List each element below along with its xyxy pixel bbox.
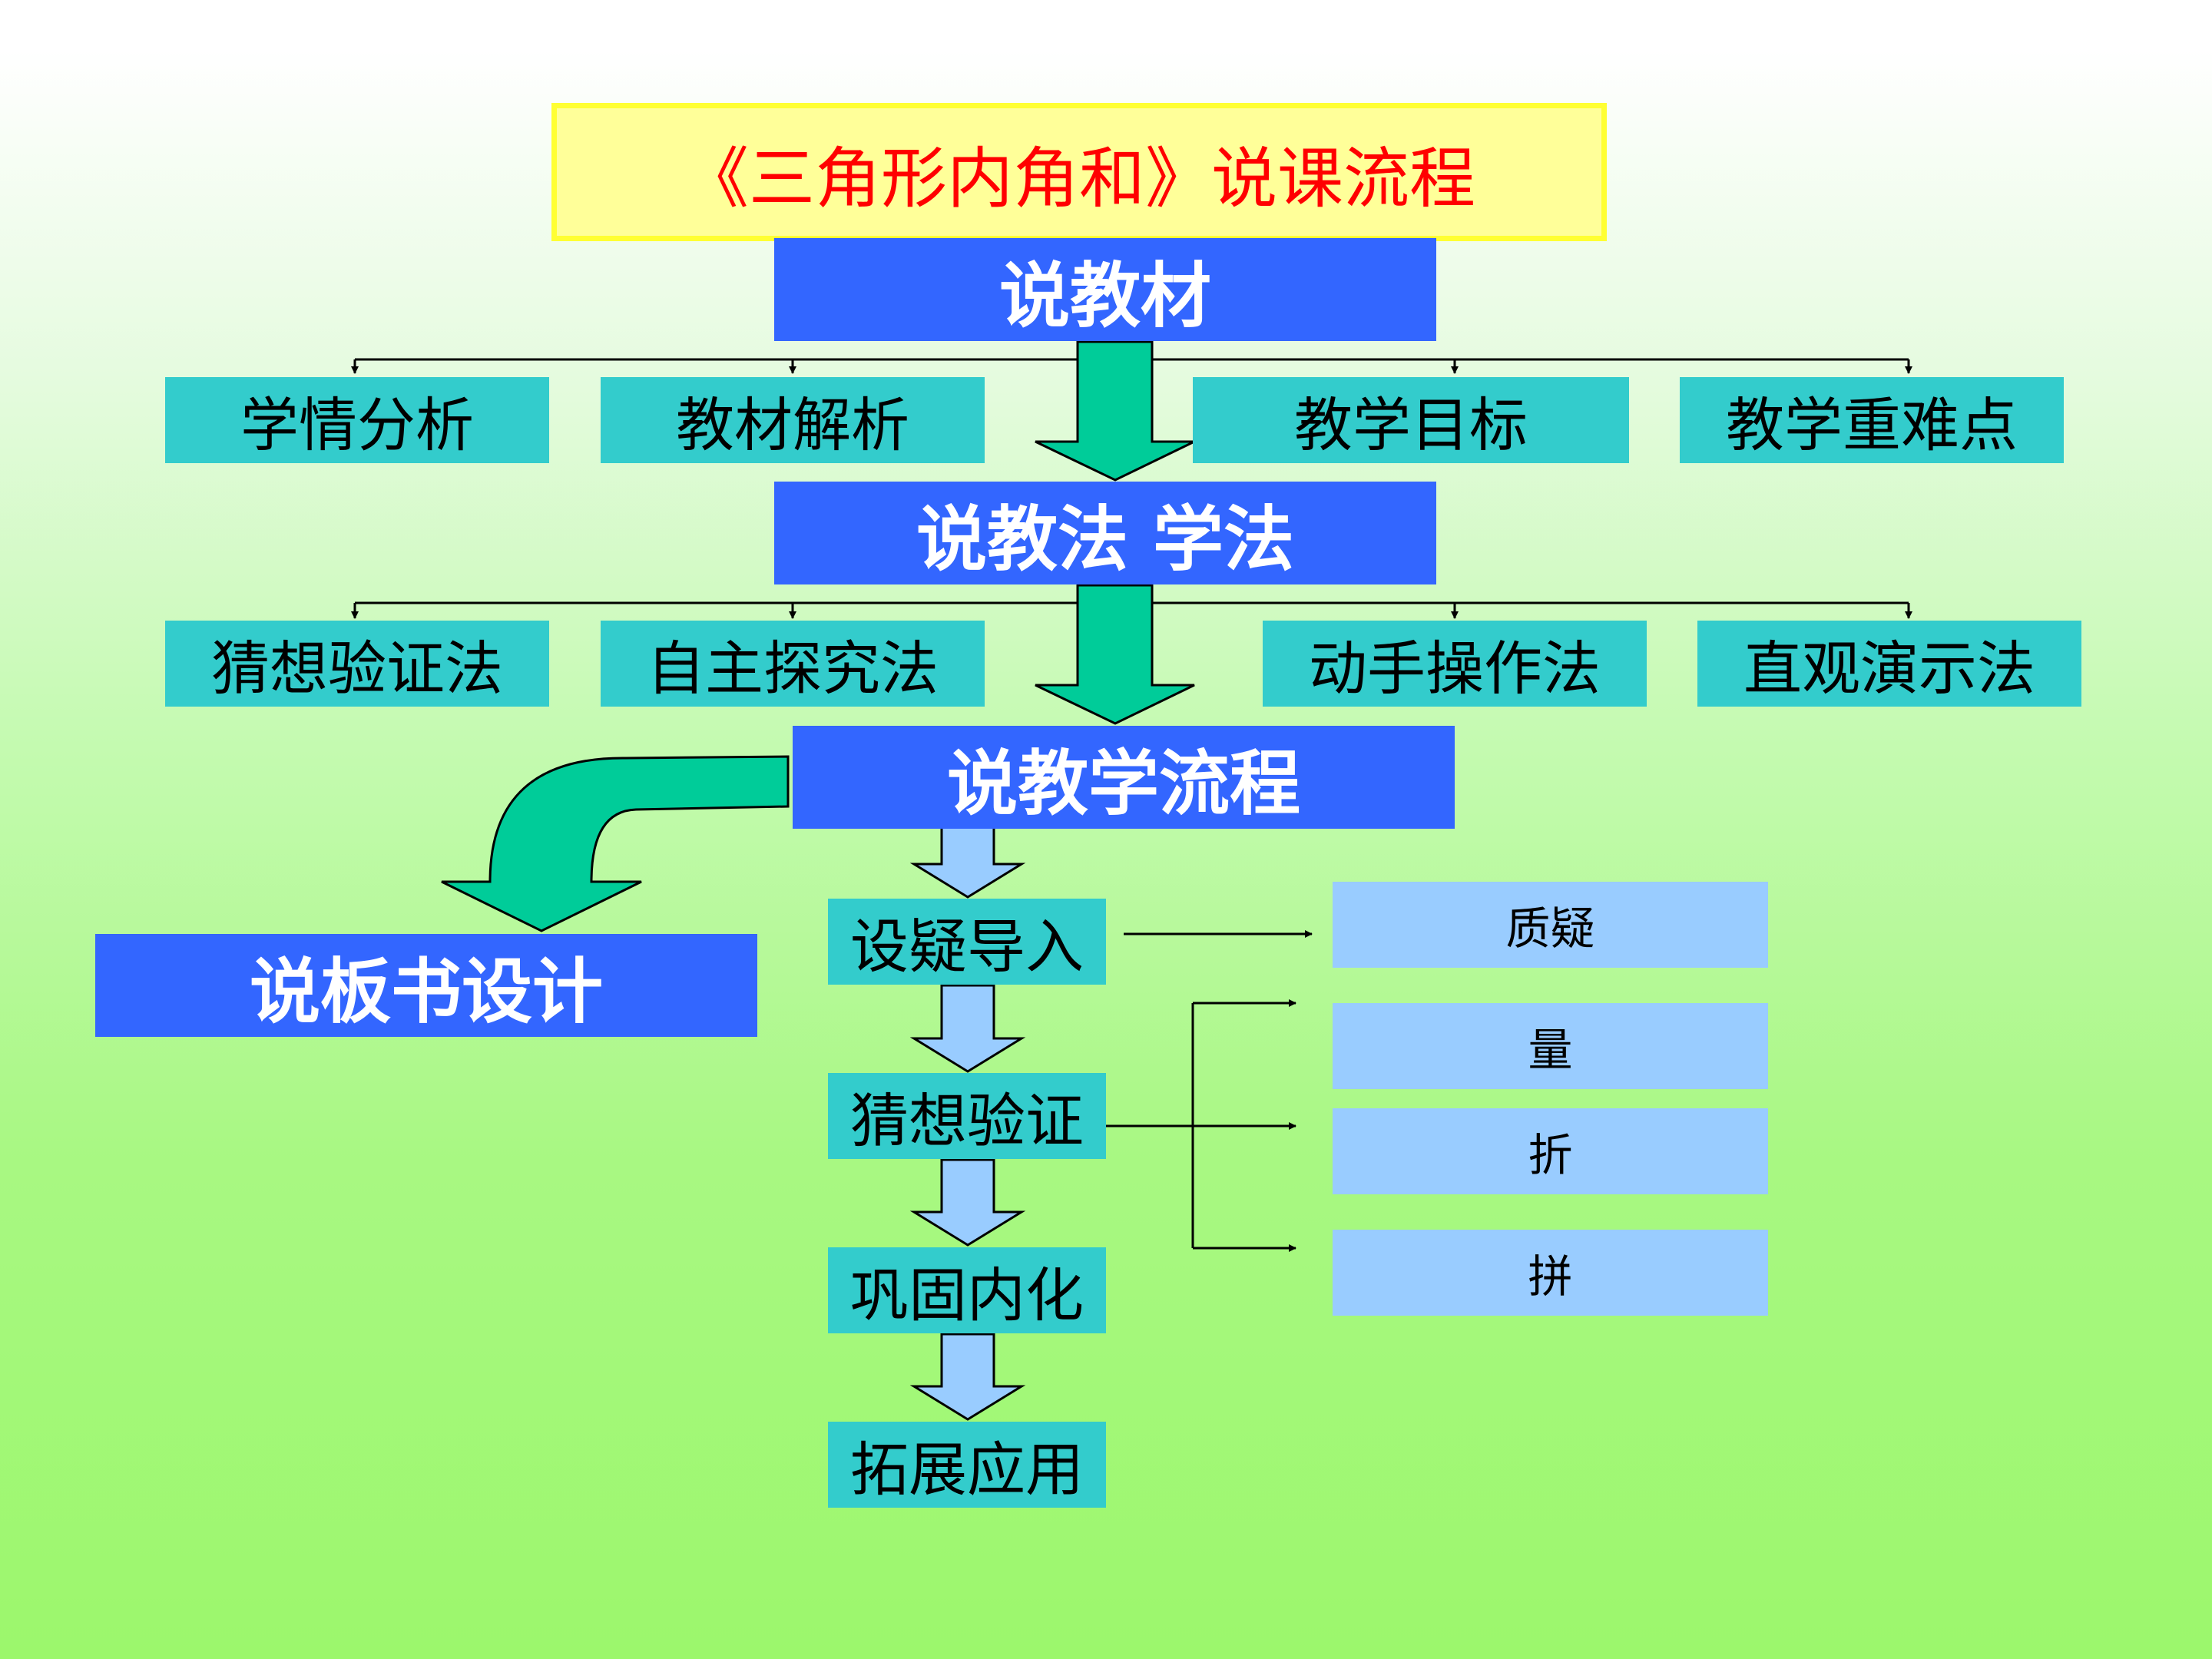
process-step: 设疑导入 (828, 899, 1106, 985)
section-process: 说教学流程 (793, 726, 1455, 829)
textbook-item: 学情分析 (165, 377, 549, 463)
process-step: 猜想验证 (828, 1073, 1106, 1159)
textbook-item: 教材解析 (601, 377, 985, 463)
down-arrow-icon (1035, 584, 1195, 725)
flow-arrow-icon (909, 1333, 1026, 1421)
side-item: 折 (1333, 1108, 1768, 1194)
method-item: 直观演示法 (1697, 621, 2081, 707)
down-arrow-icon (1035, 340, 1195, 482)
side-item: 量 (1333, 1003, 1768, 1089)
section-textbook: 说教材 (774, 238, 1436, 341)
textbook-item: 教学重难点 (1680, 377, 2064, 463)
page-title: 《三角形内角和》说课流程 (551, 103, 1607, 241)
flow-arrow-icon (909, 984, 1026, 1073)
process-step: 巩固内化 (828, 1247, 1106, 1333)
section-methods: 说教法 学法 (774, 482, 1436, 584)
method-item: 猜想验证法 (165, 621, 549, 707)
method-item: 自主探究法 (601, 621, 985, 707)
section-board-design: 说板书设计 (95, 934, 757, 1037)
side-connectors (1089, 930, 1313, 1252)
textbook-item: 教学目标 (1193, 377, 1629, 463)
curved-arrow-icon (441, 755, 790, 932)
side-item: 质疑 (1333, 882, 1768, 968)
side-item: 拼 (1333, 1230, 1768, 1316)
method-item: 动手操作法 (1263, 621, 1647, 707)
process-step: 拓展应用 (828, 1422, 1106, 1508)
flow-arrow-icon (909, 1158, 1026, 1247)
